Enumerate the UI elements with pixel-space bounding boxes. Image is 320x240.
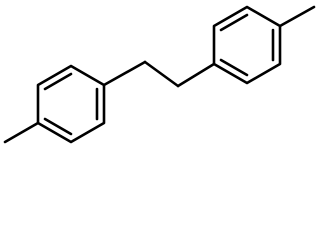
ring-right-double-bond-1: [219, 13, 249, 32]
bond-bridge-3: [176, 62, 216, 88]
benzene-ring-right: [212, 5, 282, 85]
benzene-ring-left: [36, 64, 106, 144]
bond-methyl-right: [278, 5, 316, 28]
ring-left-double-bond-3: [43, 117, 73, 136]
ring-right-double-bond-3: [219, 58, 249, 77]
bond-methyl-left: [3, 121, 40, 144]
ring-left-double-bond-1: [43, 72, 73, 91]
ethylene-bridge: [102, 60, 216, 88]
ring-left-outline: [36, 64, 106, 144]
ring-right-outline: [212, 5, 282, 85]
skeletal-formula-drawing: [3, 5, 316, 144]
bond-bridge-2: [143, 60, 180, 88]
molecule-canvas: [3, 5, 316, 144]
bond-bridge-1: [102, 60, 147, 87]
